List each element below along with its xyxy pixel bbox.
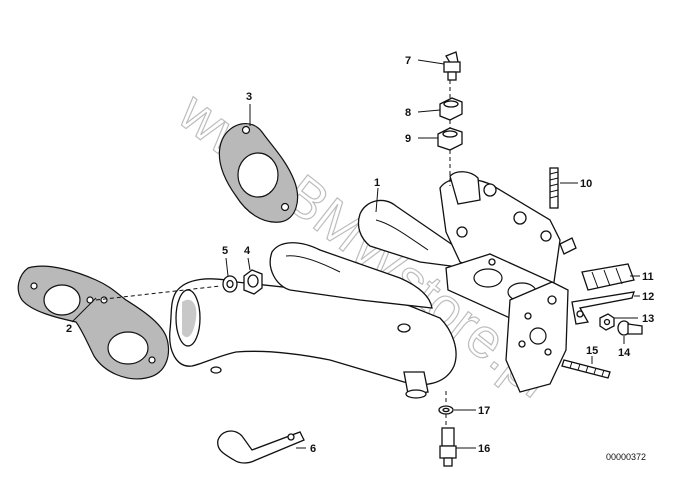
label-1: 1: [374, 177, 380, 189]
label-14: 14: [618, 347, 631, 359]
label-10: 10: [580, 178, 592, 190]
label-7: 7: [405, 55, 411, 67]
label-6: 6: [310, 443, 316, 455]
label-2: 2: [66, 323, 72, 335]
label-11: 11: [642, 271, 654, 283]
seal-9: [437, 127, 463, 151]
leader-lines: [71, 59, 640, 449]
label-9: 9: [405, 133, 411, 145]
washer-5: [222, 275, 238, 293]
sender-7: [443, 51, 461, 81]
gasket-2: [17, 265, 170, 380]
bracket-11: [581, 263, 635, 291]
label-8: 8: [405, 107, 411, 119]
label-17: 17: [478, 405, 490, 417]
nut-8: [439, 97, 463, 121]
label-5: 5: [222, 245, 228, 257]
clip-6: [217, 430, 305, 464]
washer-17: [438, 405, 454, 415]
label-13: 13: [642, 313, 654, 325]
label-12: 12: [642, 291, 654, 303]
drawing-code: 00000372: [606, 452, 646, 462]
part-labels: 1 2 3 4 5 6 7 8 9 10 11 12 13 14 15 16 1…: [66, 55, 654, 455]
manifold-body: [169, 171, 577, 399]
label-3: 3: [246, 91, 252, 103]
gasket-3: [218, 123, 299, 223]
label-16: 16: [478, 443, 490, 455]
nut-13: [599, 313, 615, 331]
bolt-14: [617, 320, 643, 336]
label-15: 15: [586, 345, 598, 357]
sender-16: [439, 427, 457, 467]
stud-15: [561, 359, 611, 379]
nut-4: [243, 269, 263, 295]
label-4: 4: [244, 245, 251, 257]
stud-10: [549, 167, 559, 209]
plate-12: [571, 291, 635, 325]
